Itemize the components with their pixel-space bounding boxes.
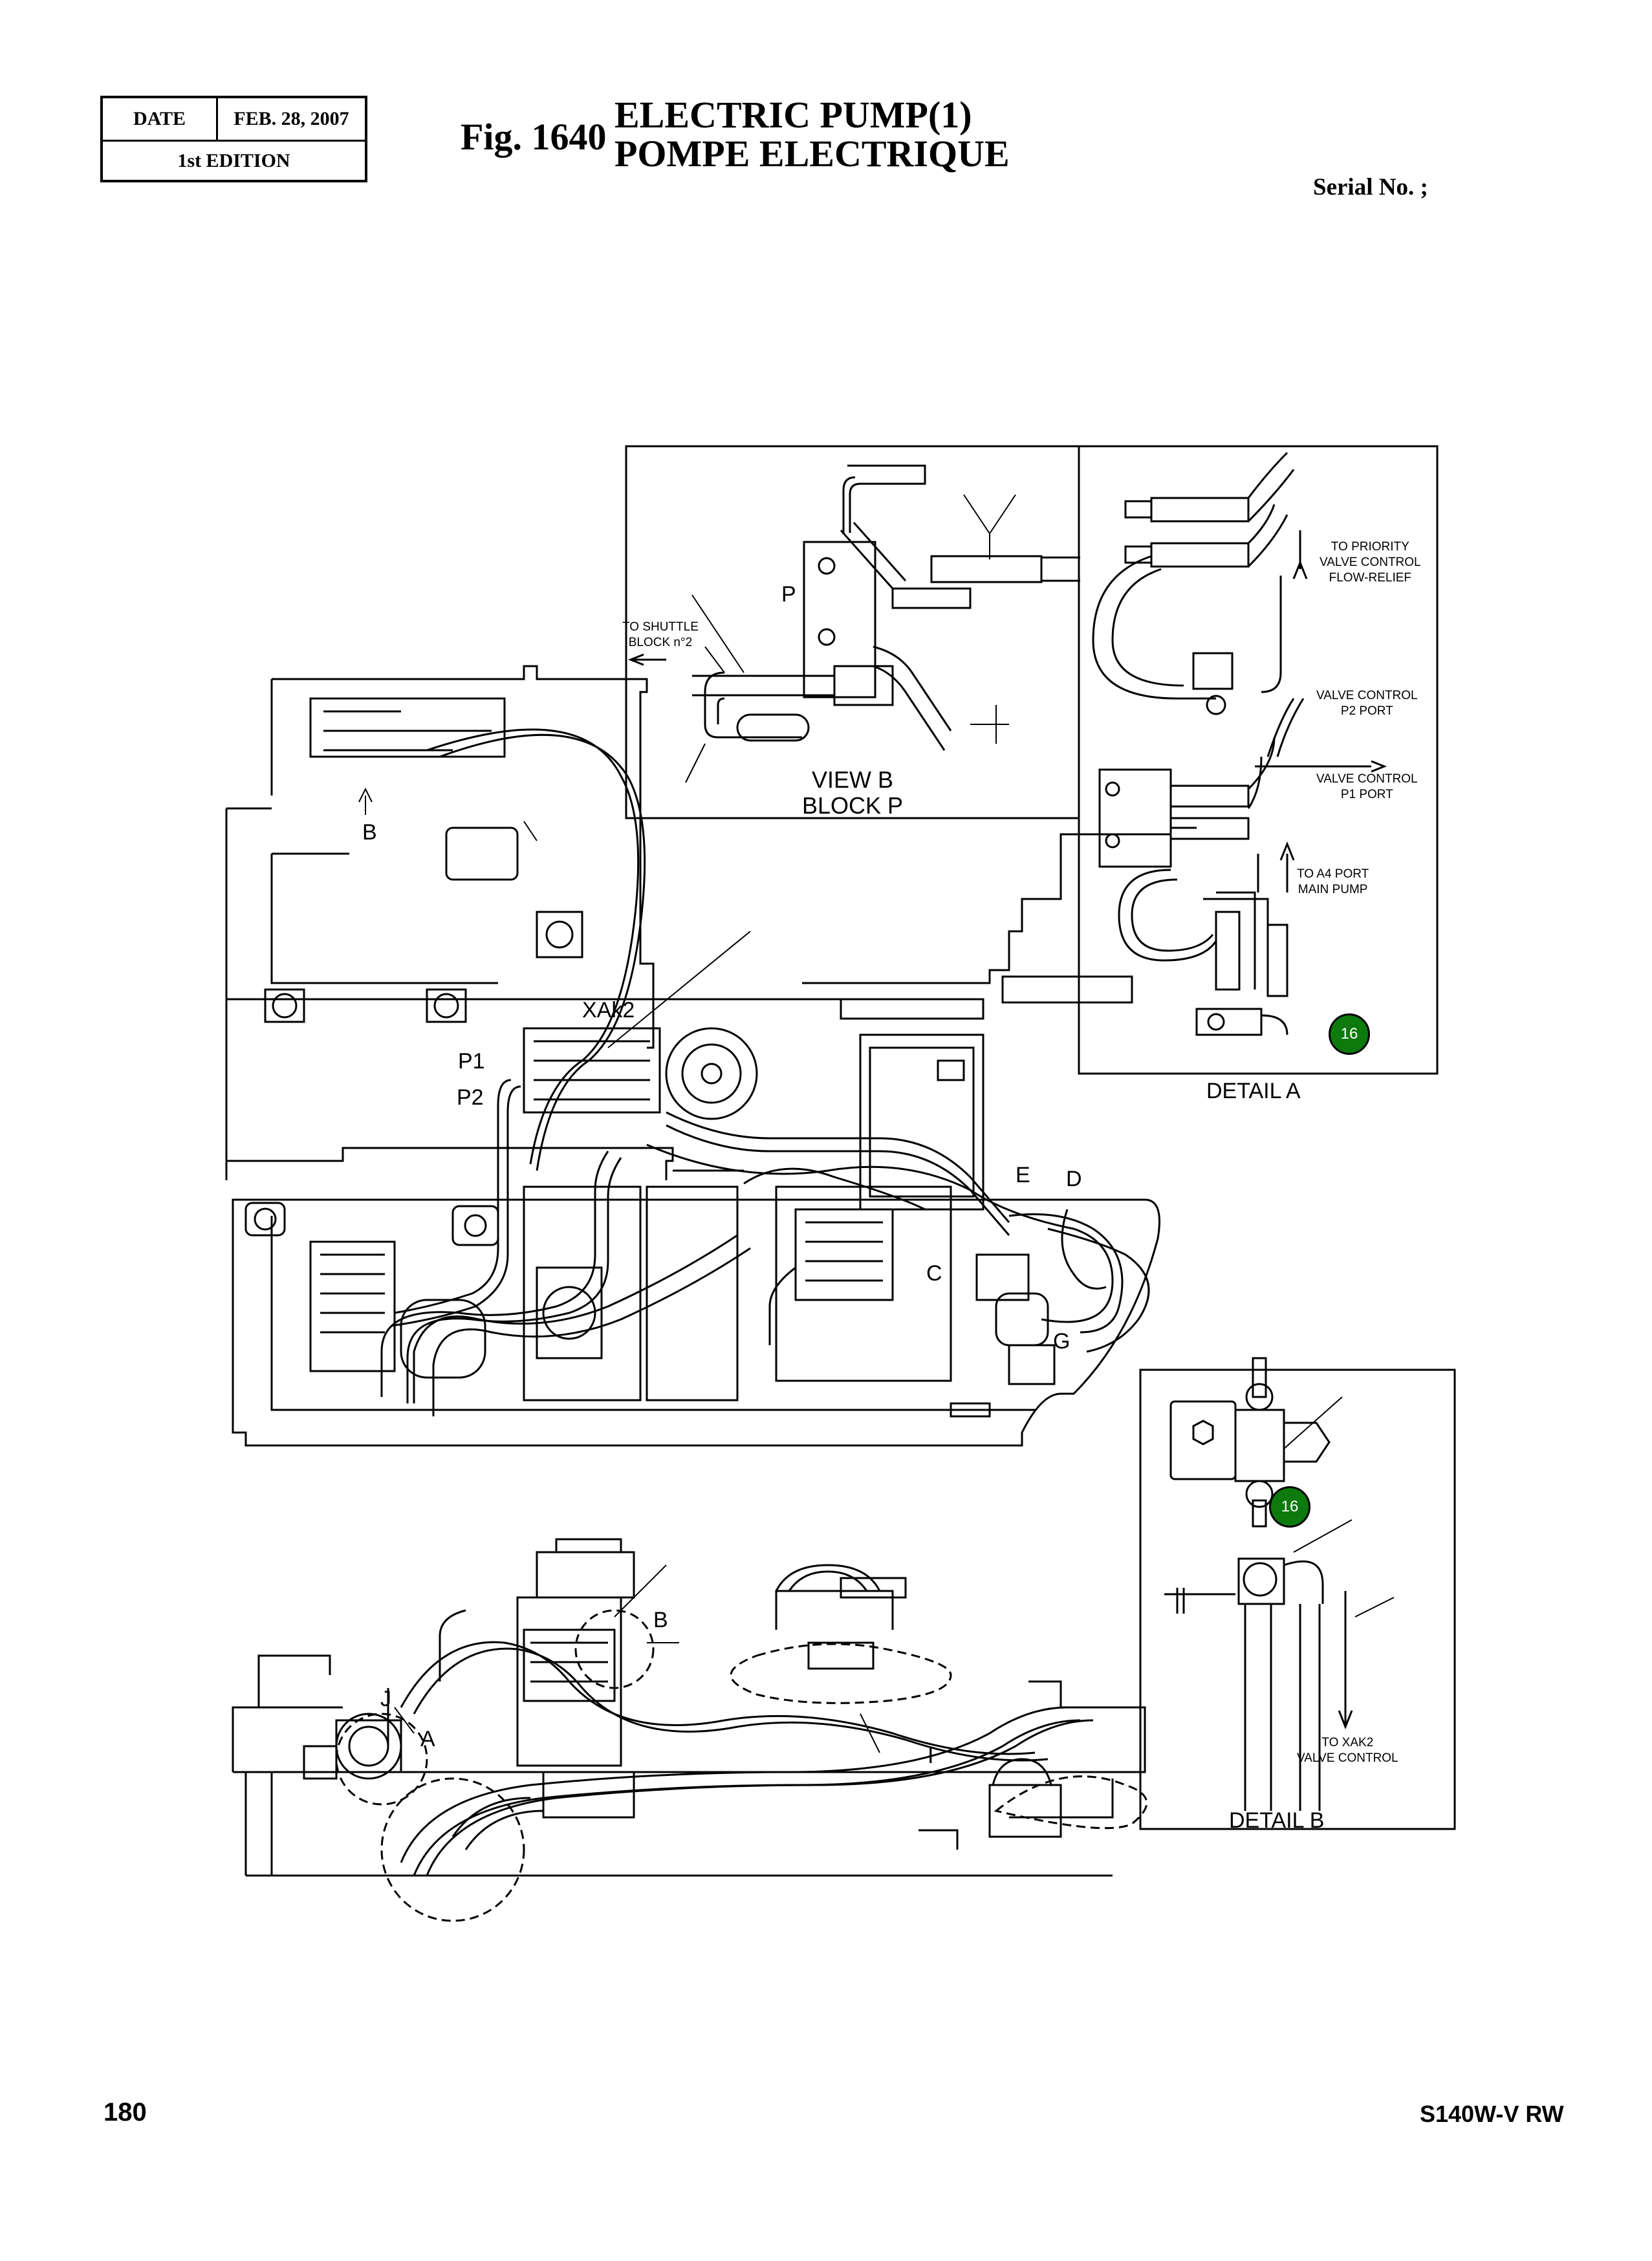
shuttle-note-line1: TO SHUTTLE (622, 620, 699, 634)
xak2-label: XAk2 (582, 998, 635, 1022)
view-b-caption-line2: BLOCK P (802, 792, 904, 819)
serial-number-label: Serial No. ; (1313, 174, 1428, 200)
callout-badge-16-detail-b: 16 (1269, 1486, 1310, 1528)
title-french: POMPE ELECTRIQUE (614, 133, 1010, 175)
p2-note-line2: P2 PORT (1340, 704, 1393, 718)
detail-a-a4-note: TO A4 PORT MAIN PUMP (1297, 867, 1369, 898)
detail-a-p1-note: VALVE CONTROL P1 PORT (1316, 772, 1418, 803)
page-number: 180 (103, 2098, 147, 2126)
detail-b-xak2-note: TO XAK2 VALVE CONTROL (1297, 1735, 1398, 1766)
view-b-port-p-label: P (781, 582, 796, 607)
side-view-machine (232, 1538, 1148, 1922)
date-value: FEB. 28, 2007 (234, 108, 349, 129)
p1-note-line1: VALVE CONTROL (1316, 772, 1418, 786)
view-b-caption: VIEW B BLOCK P (802, 767, 903, 819)
model-name: S140W-V RW (1420, 2101, 1564, 2127)
view-b-block-p (627, 464, 1080, 783)
priority-note-line1: TO PRIORITY (1331, 540, 1409, 554)
detail-a-hoses (1092, 451, 1387, 1036)
xak2-note-line2: VALVE CONTROL (1297, 1751, 1398, 1765)
detail-a-p2-note: VALVE CONTROL P2 PORT (1316, 688, 1418, 719)
side-callout-b-label: B (653, 1608, 668, 1632)
main-top-view-hoses (380, 728, 1150, 1416)
p2-label: P2 (457, 1085, 484, 1110)
figure-title: ELECTRIC PUMP(1) POMPE ELECTRIQUE (614, 96, 1010, 173)
detail-b-frame (1139, 1368, 1456, 1830)
main-view-leaders (358, 787, 751, 1048)
main-top-view-valves (309, 697, 1056, 1418)
view-b-shuttle-note: TO SHUTTLE BLOCK n°2 (622, 620, 699, 651)
detail-b-caption: DETAIL B (1229, 1808, 1325, 1833)
callout-e-label: E (1016, 1163, 1030, 1187)
priority-note-line3: FLOW-RELIEF (1329, 571, 1411, 585)
callout-g-label: G (1053, 1329, 1071, 1354)
callout-badge-16-detail-a: 16 (1329, 1013, 1370, 1055)
main-top-view-chassis (225, 665, 1197, 1447)
detail-b-valve (1164, 1357, 1395, 1811)
shuttle-note-line2: BLOCK n°2 (628, 636, 693, 649)
a4-note-line2: MAIN PUMP (1298, 883, 1368, 896)
edition-label: 1st EDITION (177, 150, 290, 171)
view-b-arrow-label: B (362, 820, 377, 845)
p1-label: P1 (458, 1049, 485, 1074)
date-edition-box: DATE FEB. 28, 2007 1st EDITION (100, 96, 367, 182)
callout-c-label: C (926, 1261, 942, 1286)
side-callout-a-label: A (420, 1727, 435, 1751)
side-callout-i-label: I (928, 1744, 934, 1768)
detail-a-caption: DETAIL A (1206, 1079, 1301, 1103)
side-view-hoses (387, 1564, 1094, 1876)
title-english: ELECTRIC PUMP(1) (614, 94, 972, 136)
figure-number: Fig. 1640 (461, 116, 607, 158)
callout-d-label: D (1066, 1167, 1082, 1191)
date-label: DATE (103, 98, 218, 140)
detail-a-frame (1078, 445, 1439, 1075)
date-row: DATE FEB. 28, 2007 (103, 98, 365, 142)
side-callout-j-label: J (380, 1687, 391, 1711)
xak2-note-line1: TO XAK2 (1321, 1736, 1374, 1749)
view-b-caption-line1: VIEW B (812, 766, 894, 793)
a4-note-line1: TO A4 PORT (1297, 867, 1369, 881)
p2-note-line1: VALVE CONTROL (1316, 689, 1418, 702)
priority-note-line2: VALVE CONTROL (1320, 556, 1421, 569)
detail-a-priority-note: TO PRIORITY VALVE CONTROL FLOW-RELIEF (1320, 539, 1421, 586)
side-view-leaders (394, 1564, 880, 1753)
p1-note-line2: P1 PORT (1340, 788, 1393, 801)
